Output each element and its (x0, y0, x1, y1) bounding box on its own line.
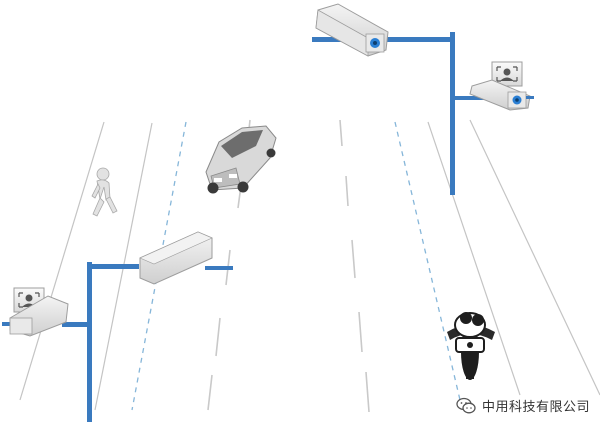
left-camera-pole (2, 262, 233, 422)
camera-icon (315, 3, 389, 57)
top-camera-pole (312, 32, 491, 195)
center-dash (339, 119, 343, 147)
pedestrian-icon (91, 167, 118, 217)
center-dash (215, 317, 221, 357)
camera-icon (9, 295, 69, 337)
watermark: 中用科技有限公司 (456, 396, 590, 415)
bike-lane-dashed (131, 121, 461, 411)
motorcycle-icon (447, 312, 495, 380)
road-edge-right-inner (427, 121, 521, 396)
watermark-brand-text: 中用科技有限公司 (481, 400, 590, 415)
car-icon (205, 125, 277, 194)
camera-icon (469, 79, 534, 111)
center-dash (365, 371, 370, 413)
dashed-blue-right (394, 121, 461, 401)
road-lines (19, 119, 600, 411)
camera-icon (139, 231, 213, 285)
road-edge-right-outer (469, 119, 600, 396)
wechat-icon (456, 397, 476, 413)
center-dash (358, 311, 363, 353)
road-edge-left-outer (19, 121, 105, 401)
center-dash (345, 175, 349, 207)
center-dash (351, 239, 356, 279)
dashed-blue-left (131, 121, 187, 411)
center-dash (207, 374, 213, 411)
